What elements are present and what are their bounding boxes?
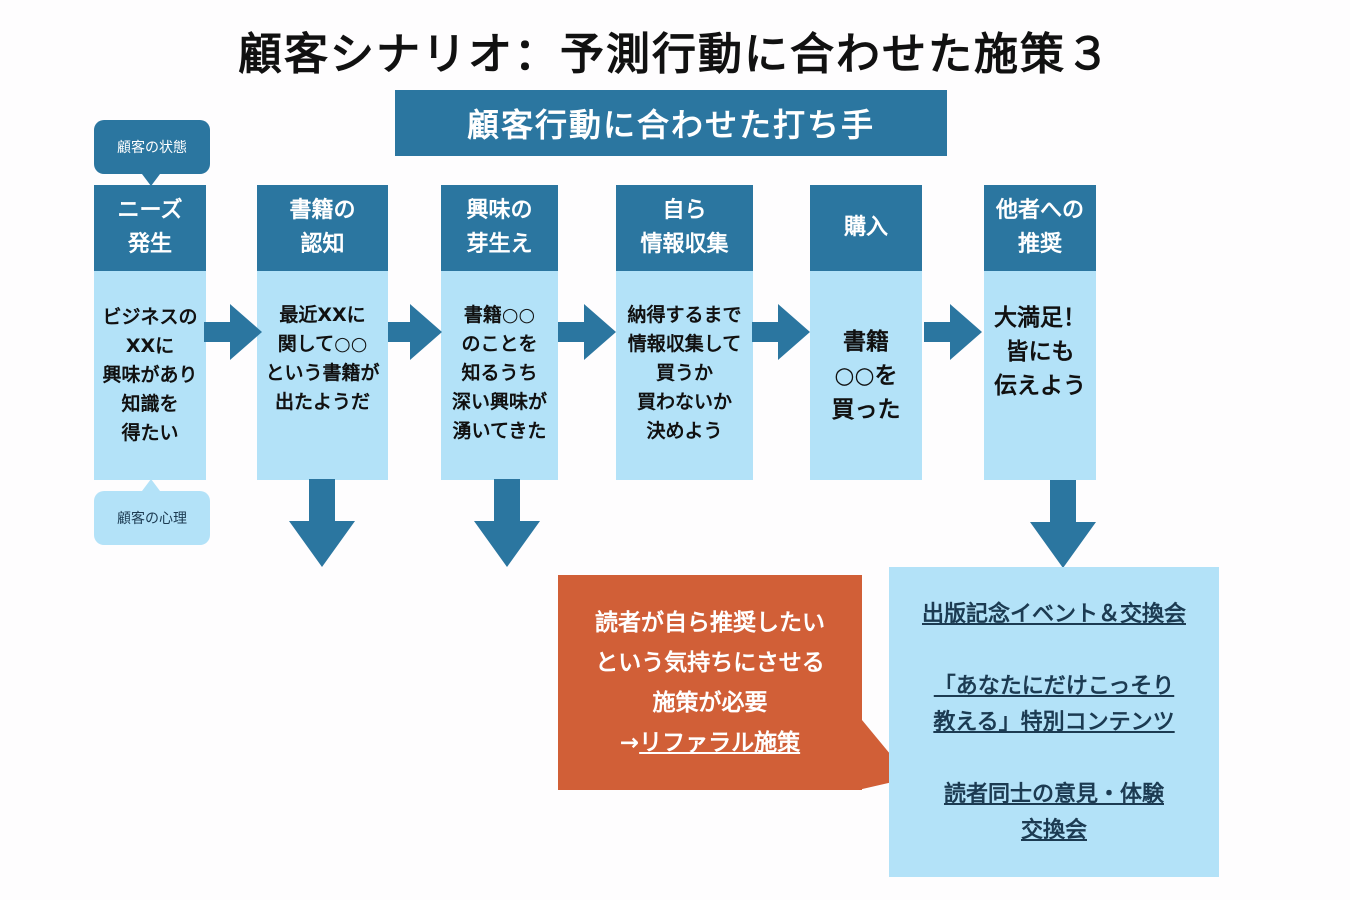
flow-arrow-right-icon — [924, 304, 982, 360]
flow-arrow-right-icon — [204, 304, 262, 360]
measure-item-2[interactable]: 「あなたにだけこっそり 教える」特別コンテンツ — [933, 674, 1175, 735]
stage-5-body: 書籍 ○○を 買った — [810, 271, 922, 480]
flow-arrow-down-icon — [474, 479, 540, 567]
stage-1-header: ニーズ 発生 — [94, 185, 206, 271]
measure-item-1[interactable]: 出版記念イベント＆交換会 — [921, 602, 1186, 627]
measure-item-3[interactable]: 読者同士の意見・体験 交換会 — [943, 782, 1164, 843]
stage-5-header: 購入 — [810, 185, 922, 271]
callout-line-3: 施策が必要 — [652, 689, 768, 716]
callout-arrow: → — [619, 729, 640, 756]
stage-4-header: 自ら 情報収集 — [616, 185, 753, 271]
banner-heading: 顧客行動に合わせた打ち手 — [395, 90, 947, 156]
callout-line-2: という気持ちにさせる — [595, 649, 825, 676]
flow-arrow-down-icon — [1030, 480, 1096, 568]
flow-arrow-right-icon — [388, 304, 442, 360]
stage-2-header: 書籍の 認知 — [257, 185, 388, 271]
customer-mind-bubble: 顧客の心理 — [94, 479, 210, 545]
page-title: 顧客シナリオ：予測行動に合わせた施策３ — [238, 29, 1112, 80]
stage-3-body: 書籍○○ のことを 知るうち 深い興味が 湧いてきた — [441, 271, 558, 480]
stage-6-header: 他者への 推奨 — [984, 185, 1096, 271]
referral-callout: 読者が自ら推奨したい という気持ちにさせる 施策が必要 →リファラル施策 — [558, 575, 862, 790]
stage-4-body: 納得するまで 情報収集して 買うか 買わないか 決めよう — [616, 271, 753, 480]
stage-6-body: 大満足！ 皆にも 伝えよう — [984, 271, 1096, 480]
flow-arrow-down-icon — [289, 479, 355, 567]
customer-state-bubble: 顧客の状態 — [94, 120, 210, 186]
callout-line-4: →リファラル施策 — [558, 723, 862, 763]
stage-1-body: ビジネスの XXに 興味があり 知識を 得たい — [94, 271, 206, 480]
stage-2-body: 最近XXに 関して○○ という書籍が 出たようだ — [257, 271, 388, 480]
measures-box: 出版記念イベント＆交換会 「あなたにだけこっそり 教える」特別コンテンツ 読者同… — [889, 567, 1219, 877]
callout-line-1: 読者が自ら推奨したい — [595, 609, 825, 636]
stage-3-header: 興味の 芽生え — [441, 185, 558, 271]
flow-arrow-right-icon — [558, 304, 616, 360]
flow-arrow-right-icon — [752, 304, 810, 360]
referral-link[interactable]: リファラル施策 — [639, 729, 801, 756]
